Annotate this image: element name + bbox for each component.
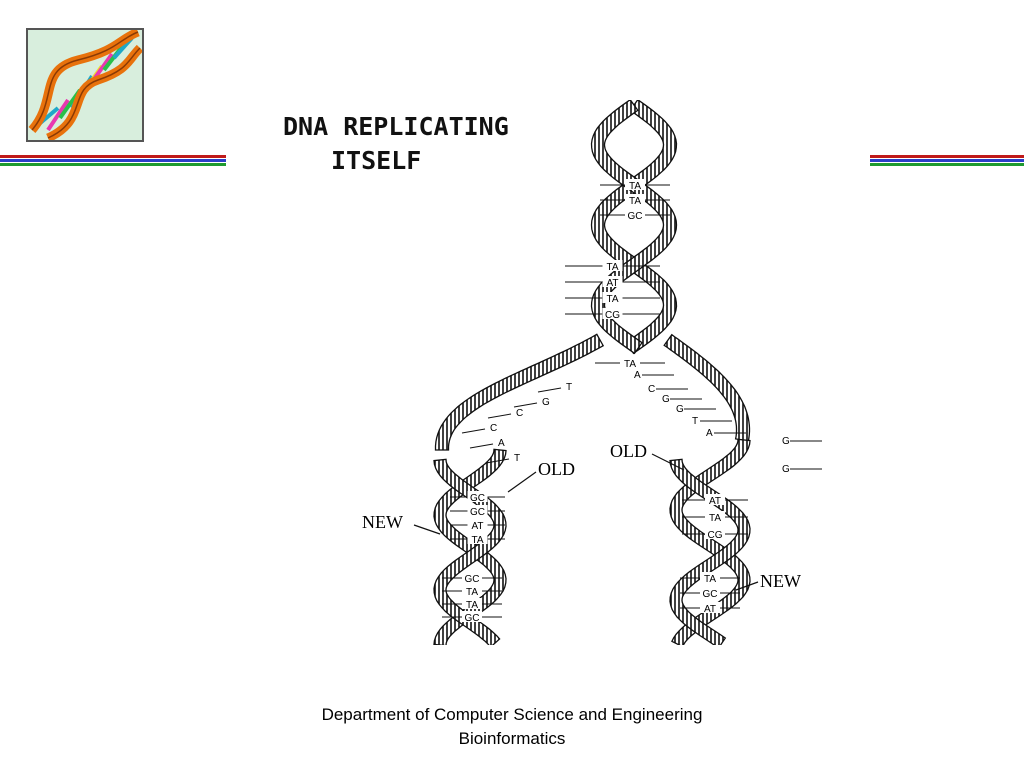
- left-single-base: T: [566, 382, 572, 393]
- daughter-left-strand-a: [433, 448, 507, 645]
- left-daughter-pair-low-label: TA: [466, 600, 478, 611]
- right-daughter-pair-low-label: GC: [703, 589, 718, 600]
- left-single-base-stub: [461, 428, 486, 434]
- dna-helix-icon: [28, 30, 142, 140]
- diagram-title: DNA REPLICATING ITSELF: [283, 110, 509, 178]
- left-daughter-pair-low-label: TA: [466, 587, 478, 598]
- footer-subject: Bioinformatics: [458, 729, 566, 748]
- left-single-base: C: [490, 423, 497, 434]
- right-daughter-pair-label: AT: [709, 496, 721, 507]
- footer-department: Department of Computer Science and Engin…: [321, 705, 703, 724]
- base-pair-rungs: [442, 179, 822, 622]
- left-daughter-pair-label: TA: [471, 535, 483, 546]
- dna-strands: [433, 100, 751, 645]
- left-daughter-pair-label: AT: [471, 521, 483, 532]
- fork-pair-label-bg: [620, 357, 640, 368]
- left-daughter-pair-label-bg: [467, 519, 488, 530]
- fork-pair-label: TA: [624, 359, 636, 370]
- label-old-left: OLD: [538, 459, 575, 479]
- label-new-left-pointer: [413, 524, 441, 535]
- left-daughter-pair-label-bg: [467, 505, 488, 516]
- left-single-base: A: [498, 438, 505, 449]
- right-daughter-pair-label-bg: [705, 494, 725, 505]
- right-daughter-pair-low-label-bg: [700, 602, 720, 613]
- right-single-base: A: [706, 428, 713, 439]
- right-daughter-pair-label-bg: [705, 511, 725, 522]
- label-old-left-pointer: [507, 471, 537, 493]
- left-single-base-stub: [469, 443, 494, 449]
- right-daughter-pair-low-label: AT: [704, 604, 716, 615]
- left-decorative-stripes: [0, 155, 226, 169]
- label-old-right-pointer: [651, 453, 685, 471]
- left-single-base-stub: [487, 413, 512, 419]
- label-new-right-pointer: [735, 581, 759, 591]
- daughter-right-strand-b: [669, 458, 751, 645]
- right-daughter-pair-low-label-bg: [700, 587, 720, 598]
- right-single-base: G: [782, 464, 790, 475]
- left-daughter-pair-low-label-bg: [462, 611, 482, 622]
- daughter-left-strand-b: [433, 458, 507, 645]
- left-daughter-pair-low-label: GC: [465, 574, 480, 585]
- top-pair-label: TA: [629, 181, 641, 192]
- right-single-base: A: [634, 370, 641, 381]
- left-daughter-pair-label: GC: [470, 507, 485, 518]
- slide-footer: Department of Computer Science and Engin…: [0, 703, 1024, 751]
- mid-pair-label: CG: [605, 310, 620, 321]
- mid-pair-label: TA: [606, 262, 618, 273]
- left-daughter-pair-label-bg: [467, 533, 488, 544]
- mid-pair-label-bg: [602, 276, 623, 287]
- right-daughter-pair-label: TA: [709, 513, 721, 524]
- left-single-base: G: [542, 397, 550, 408]
- right-single-base: G: [782, 436, 790, 447]
- left-single-base-stub: [513, 402, 538, 408]
- mid-pair-label: AT: [606, 278, 618, 289]
- right-decorative-stripes: [870, 155, 1024, 169]
- label-new-left: NEW: [362, 512, 403, 532]
- right-daughter-pair-low-label-bg: [700, 572, 720, 583]
- top-pair-label-bg: [625, 179, 645, 190]
- label-new-right: NEW: [760, 571, 801, 591]
- left-daughter-pair-low-label: GC: [465, 613, 480, 624]
- left-daughter-pair-low-label-bg: [462, 585, 482, 596]
- right-single-base: T: [692, 416, 698, 427]
- right-daughter-pair-label: CG: [708, 530, 723, 541]
- left-single-base: C: [516, 408, 523, 419]
- right-single-base: C: [648, 384, 655, 395]
- top-pair-label-bg: [625, 209, 645, 220]
- daughter-right-strand-a: [669, 438, 751, 645]
- dna-replication-diagram: TATAGCTAATTACGTATGCCATACGGTAGGGCGCATTAGC…: [362, 100, 822, 645]
- right-single-base: G: [662, 394, 670, 405]
- top-pair-label: TA: [629, 196, 641, 207]
- left-daughter-pair-low-label-bg: [462, 598, 482, 609]
- top-pair-label-bg: [625, 194, 645, 205]
- old-strand-right-upper: [663, 333, 751, 442]
- right-daughter-pair-label-bg: [705, 528, 725, 539]
- left-daughter-pair-low-label-bg: [462, 572, 482, 583]
- dna-logo-image: [26, 28, 144, 142]
- diagram-title-line1: DNA REPLICATING: [283, 112, 509, 141]
- parent-strand-b: [590, 100, 678, 355]
- right-daughter-pair-low-label: TA: [704, 574, 716, 585]
- mid-pair-label-bg: [602, 292, 623, 303]
- mid-pair-label-bg: [602, 308, 623, 319]
- mid-pair-label-bg: [602, 260, 623, 271]
- old-strand-left-upper: [434, 333, 605, 451]
- left-daughter-pair-label: GC: [470, 493, 485, 504]
- mid-pair-label: TA: [606, 294, 618, 305]
- diagram-title-line2: ITSELF: [331, 146, 422, 175]
- right-single-base: G: [676, 404, 684, 415]
- left-daughter-pair-label-bg: [467, 491, 488, 502]
- top-pair-label: GC: [628, 211, 643, 222]
- base-labels: TATAGCTAATTACGTATGCCATACGGTAGGGCGCATTAGC…: [465, 181, 791, 624]
- left-single-base: T: [514, 453, 520, 464]
- left-single-base-stub: [537, 387, 562, 393]
- label-old-right: OLD: [610, 441, 647, 461]
- left-single-base-stub: [485, 458, 510, 464]
